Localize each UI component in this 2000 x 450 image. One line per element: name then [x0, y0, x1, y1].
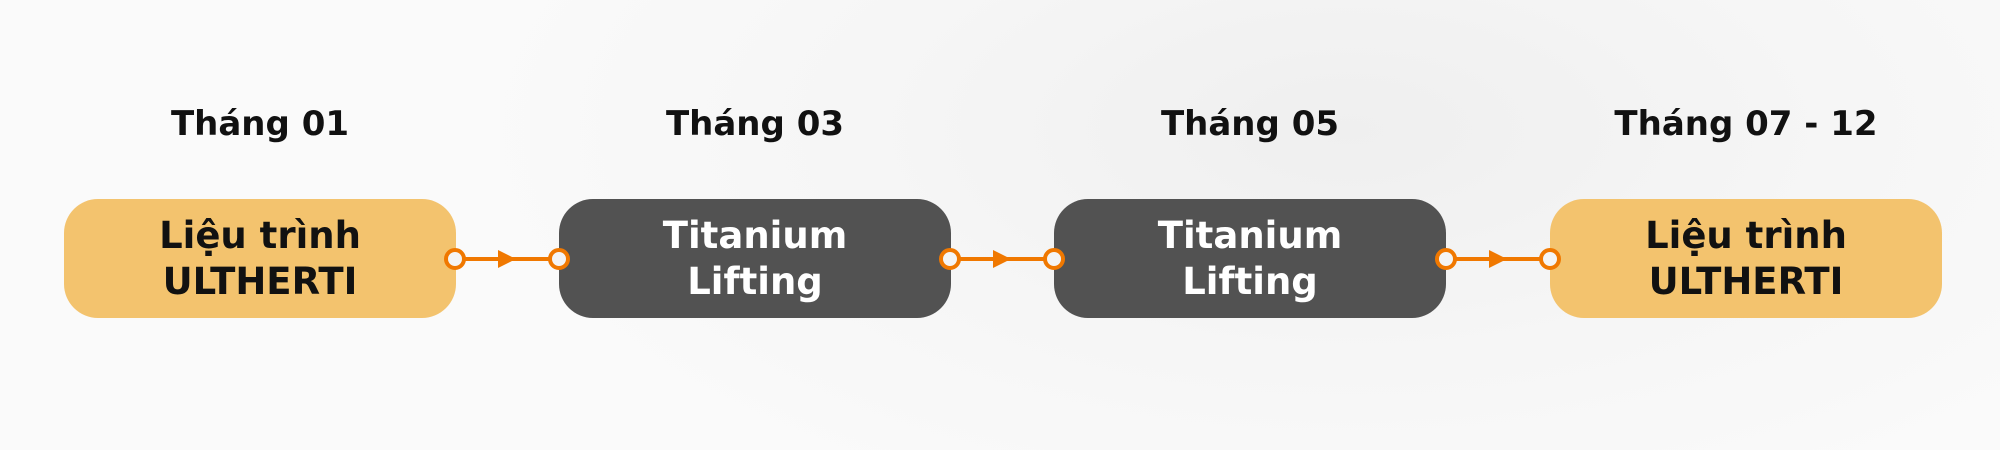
step-line-1: Liệu trình [1645, 213, 1847, 257]
step-line-2: Lifting [687, 259, 823, 303]
step-box-2: Titanium Lifting [559, 199, 951, 318]
connector-1-2 [444, 248, 570, 270]
step-line-2: Lifting [1182, 259, 1318, 303]
step-box-3: Titanium Lifting [1054, 199, 1446, 318]
connector-2-3 [939, 248, 1065, 270]
connector-node-icon [1539, 248, 1561, 270]
connector-node-icon [548, 248, 570, 270]
arrow-right-icon [993, 250, 1011, 268]
step-line-2: ULTHERTI [162, 259, 358, 303]
step-line-1: Liệu trình [159, 213, 361, 257]
step-line-2: ULTHERTI [1648, 259, 1844, 303]
label-step-2: Tháng 03 [665, 104, 845, 144]
step-box-4: Liệu trình ULTHERTI [1550, 199, 1942, 318]
arrow-right-icon [498, 250, 516, 268]
connector-node-icon [1043, 248, 1065, 270]
step-line-1: Titanium [662, 213, 848, 257]
label-step-3: Tháng 05 [1160, 104, 1340, 144]
step-box-1: Liệu trình ULTHERTI [64, 199, 456, 318]
connector-node-icon [444, 248, 466, 270]
step-line-1: Titanium [1157, 213, 1343, 257]
connector-node-icon [939, 248, 961, 270]
connector-node-icon [1435, 248, 1457, 270]
arrow-right-icon [1489, 250, 1507, 268]
label-step-1: Tháng 01 [170, 104, 350, 144]
label-step-4: Tháng 07 - 12 [1614, 104, 1878, 144]
connector-3-4 [1435, 248, 1561, 270]
